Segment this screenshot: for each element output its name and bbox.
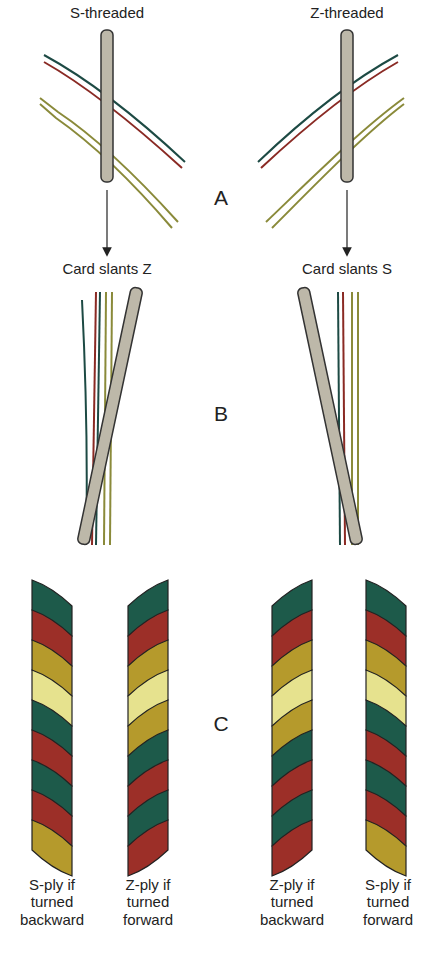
caption-label: Card slants S <box>277 260 417 277</box>
panel-letter: A <box>206 186 236 210</box>
panel-letter: B <box>206 402 236 426</box>
cord-strand <box>366 820 406 876</box>
caption-label: Z-threaded <box>287 4 407 21</box>
plied-cords <box>32 580 406 876</box>
cord-strand <box>32 820 72 876</box>
card-slanted-s <box>297 287 363 546</box>
card-slanted-z <box>77 287 143 546</box>
caption-label: Z-ply if turned backward <box>252 876 332 928</box>
panel-letter: C <box>206 712 236 736</box>
caption-label: Card slants Z <box>37 260 177 277</box>
caption-label: S-threaded <box>47 4 167 21</box>
caption-label: S-ply if turned forward <box>348 876 428 928</box>
arrow <box>346 190 347 252</box>
arrow <box>106 190 107 252</box>
caption-label: S-ply if turned backward <box>12 876 92 928</box>
z-threaded-card <box>258 30 404 228</box>
cord-strand <box>272 820 312 876</box>
caption-label: Z-ply if turned forward <box>108 876 188 928</box>
cord-strand <box>128 820 168 876</box>
s-threaded-card <box>40 30 185 228</box>
